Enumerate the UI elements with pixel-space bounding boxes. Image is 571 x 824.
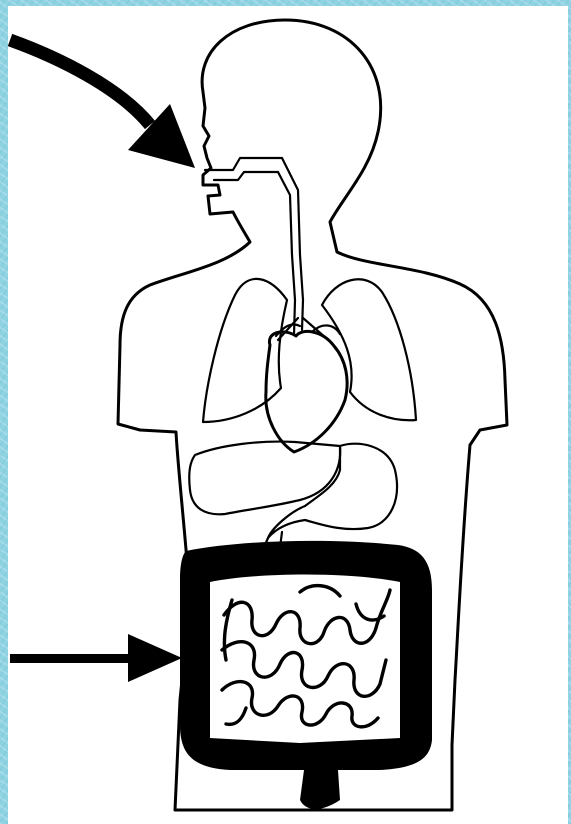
stomach [268,444,397,538]
arrow-to-mouth [10,40,195,168]
arrow-to-mouth-shaft [10,40,150,125]
trachea [205,158,303,330]
arrow-to-large-intestine-head [128,634,182,682]
small-intestine-loop-2 [222,642,386,697]
oesophagus [214,172,295,335]
arrow-to-large-intestine-shaft [10,654,142,663]
arrow-to-large-intestine [10,634,182,682]
liver [189,442,340,515]
large-intestine [180,541,432,809]
left-lung [203,279,287,422]
